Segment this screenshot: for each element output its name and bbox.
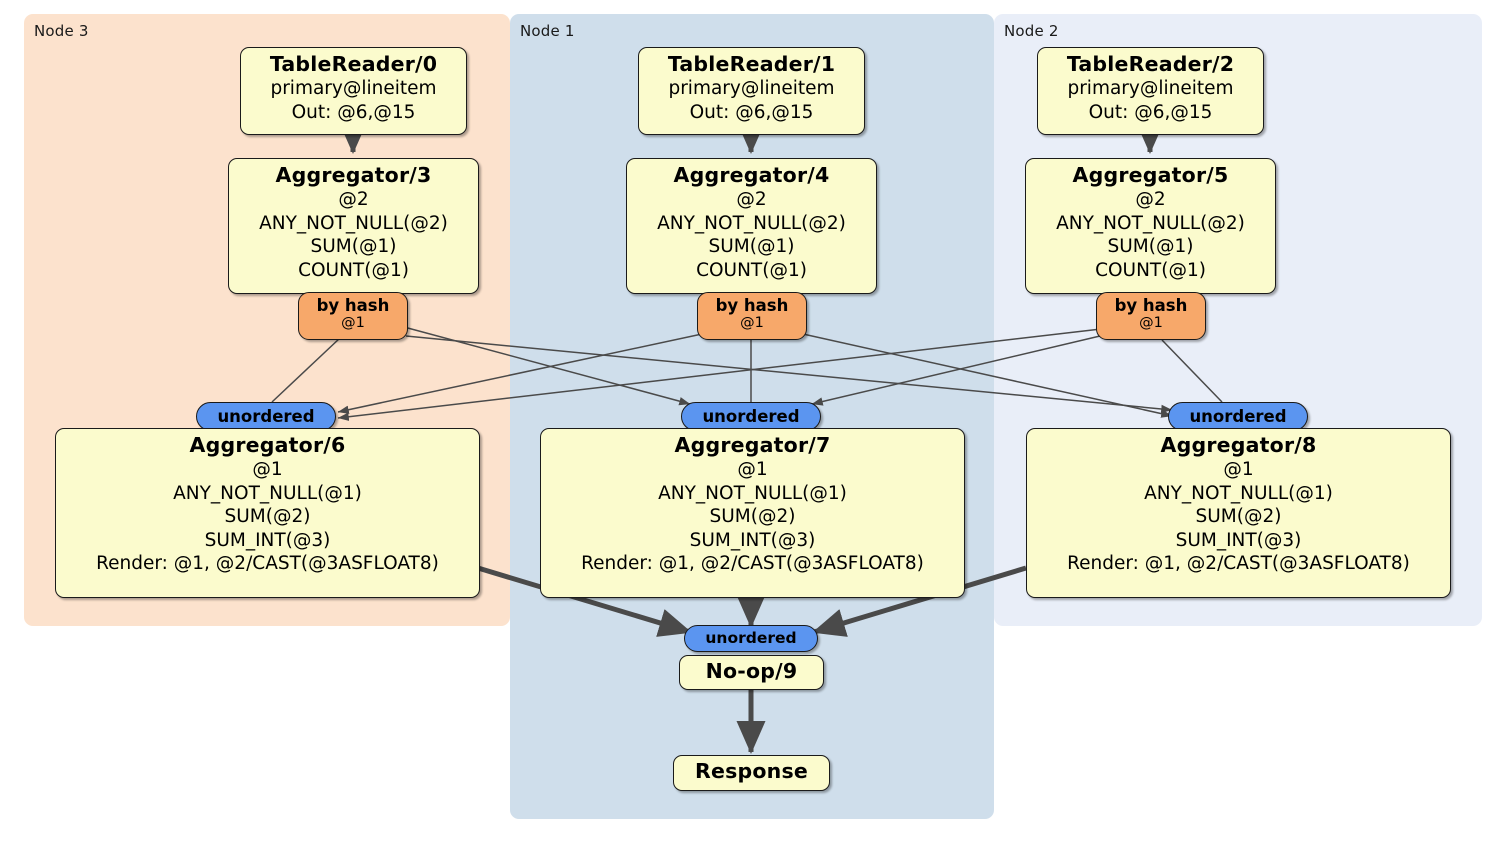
edge-hashright-unorderedmid xyxy=(811,335,1101,406)
processor-title: Aggregator/6 xyxy=(189,433,346,457)
panel-label-node-1: Node 1 xyxy=(520,22,575,40)
processor-tablereader-0[interactable]: TableReader/0 primary@lineitem Out: @6,@… xyxy=(240,47,467,135)
edge-hashleft-unorderedmid xyxy=(403,326,691,406)
edge-hashmid-unorderedleft xyxy=(337,333,703,414)
processor-tablereader-2[interactable]: TableReader/2 primary@lineitem Out: @6,@… xyxy=(1037,47,1264,135)
edge-aggregator8-unorderedfinal xyxy=(812,565,1027,637)
edge-hashmid-unorderedright xyxy=(802,333,1173,418)
processor-title: No-op/9 xyxy=(705,659,798,683)
processor-detail: primary@lineitem xyxy=(270,78,437,99)
processor-aggregator-4[interactable]: Aggregator/4 @2 ANY_NOT_NULL(@2) SUM(@1)… xyxy=(626,158,877,294)
router-column: @1 xyxy=(1139,315,1163,331)
processor-noop-9[interactable]: No-op/9 xyxy=(679,655,824,690)
processor-aggregator-3[interactable]: Aggregator/3 @2 ANY_NOT_NULL(@2) SUM(@1)… xyxy=(228,158,479,294)
processor-title: TableReader/2 xyxy=(1066,52,1235,76)
router-by-hash-left[interactable]: by hash @1 xyxy=(298,292,408,340)
processor-detail: @2 xyxy=(1135,189,1166,210)
processor-detail: ANY_NOT_NULL(@1) xyxy=(173,482,362,504)
processor-title: Response xyxy=(695,759,808,783)
edge-hashleft-unorderedright xyxy=(405,335,1173,414)
processor-aggregator-5[interactable]: Aggregator/5 @2 ANY_NOT_NULL(@2) SUM(@1)… xyxy=(1025,158,1276,294)
processor-detail: primary@lineitem xyxy=(1067,78,1234,99)
processor-title: Aggregator/5 xyxy=(1072,163,1229,187)
edge-hashright-unorderedleft xyxy=(337,328,1102,421)
processor-detail: SUM(@1) xyxy=(708,236,795,257)
processor-detail: ANY_NOT_NULL(@2) xyxy=(657,212,846,234)
processor-detail: SUM_INT(@3) xyxy=(1175,529,1302,551)
processor-title: Aggregator/8 xyxy=(1160,433,1317,457)
processor-title: TableReader/1 xyxy=(667,52,836,76)
processor-detail: SUM_INT(@3) xyxy=(689,529,816,551)
router-by-hash-mid[interactable]: by hash @1 xyxy=(697,292,807,340)
processor-detail: @1 xyxy=(1223,459,1254,480)
processor-title: TableReader/0 xyxy=(269,52,438,76)
router-column: @1 xyxy=(740,315,764,331)
processor-title: Aggregator/4 xyxy=(673,163,830,187)
processor-render: Render: @1, @2/CAST(@3ASFLOAT8) xyxy=(581,553,924,574)
processor-detail: Out: @6,@15 xyxy=(291,101,416,123)
processor-detail: Out: @6,@15 xyxy=(1088,101,1213,123)
router-title: by hash xyxy=(715,296,789,315)
edge-aggregator6-unorderedfinal xyxy=(477,565,692,637)
processor-aggregator-8[interactable]: Aggregator/8 @1 ANY_NOT_NULL(@1) SUM(@2)… xyxy=(1026,428,1451,598)
processor-tablereader-1[interactable]: TableReader/1 primary@lineitem Out: @6,@… xyxy=(638,47,865,135)
router-by-hash-right[interactable]: by hash @1 xyxy=(1096,292,1206,340)
processor-response[interactable]: Response xyxy=(673,755,830,791)
panel-label-node-2: Node 2 xyxy=(1004,22,1059,40)
processor-detail: @2 xyxy=(338,189,369,210)
processor-aggregator-7[interactable]: Aggregator/7 @1 ANY_NOT_NULL(@1) SUM(@2)… xyxy=(540,428,965,598)
processor-detail: COUNT(@1) xyxy=(696,259,807,281)
processor-detail: SUM(@2) xyxy=(224,506,311,527)
processor-detail: @1 xyxy=(252,459,283,480)
processor-detail: ANY_NOT_NULL(@2) xyxy=(259,212,448,234)
processor-detail: primary@lineitem xyxy=(668,78,835,99)
processor-detail: ANY_NOT_NULL(@1) xyxy=(1144,482,1333,504)
processor-detail: SUM_INT(@3) xyxy=(204,529,331,551)
synchronizer-unordered-right[interactable]: unordered xyxy=(1168,402,1308,431)
processor-detail: ANY_NOT_NULL(@1) xyxy=(658,482,847,504)
panel-label-node-3: Node 3 xyxy=(34,22,89,40)
processor-detail: SUM(@2) xyxy=(1195,506,1282,527)
processor-detail: COUNT(@1) xyxy=(298,259,409,281)
processor-title: Aggregator/7 xyxy=(674,433,831,457)
processor-detail: SUM(@1) xyxy=(1107,236,1194,257)
synchronizer-unordered-final[interactable]: unordered xyxy=(684,625,818,652)
processor-detail: Out: @6,@15 xyxy=(689,101,814,123)
router-column: @1 xyxy=(341,315,365,331)
processor-detail: SUM(@1) xyxy=(310,236,397,257)
processor-title: Aggregator/3 xyxy=(275,163,432,187)
processor-detail: ANY_NOT_NULL(@2) xyxy=(1056,212,1245,234)
processor-detail: @2 xyxy=(736,189,767,210)
processor-aggregator-6[interactable]: Aggregator/6 @1 ANY_NOT_NULL(@1) SUM(@2)… xyxy=(55,428,480,598)
router-title: by hash xyxy=(1114,296,1188,315)
processor-detail: COUNT(@1) xyxy=(1095,259,1206,281)
edge-hashleft-unorderedleft xyxy=(271,337,341,403)
processor-detail: @1 xyxy=(737,459,768,480)
synchronizer-unordered-mid[interactable]: unordered xyxy=(681,402,821,431)
synchronizer-unordered-left[interactable]: unordered xyxy=(196,402,336,431)
edge-hashright-unorderedfinal-col xyxy=(1161,339,1223,403)
processor-detail: SUM(@2) xyxy=(709,506,796,527)
processor-render: Render: @1, @2/CAST(@3ASFLOAT8) xyxy=(1067,553,1410,574)
router-title: by hash xyxy=(316,296,390,315)
processor-render: Render: @1, @2/CAST(@3ASFLOAT8) xyxy=(96,553,439,574)
